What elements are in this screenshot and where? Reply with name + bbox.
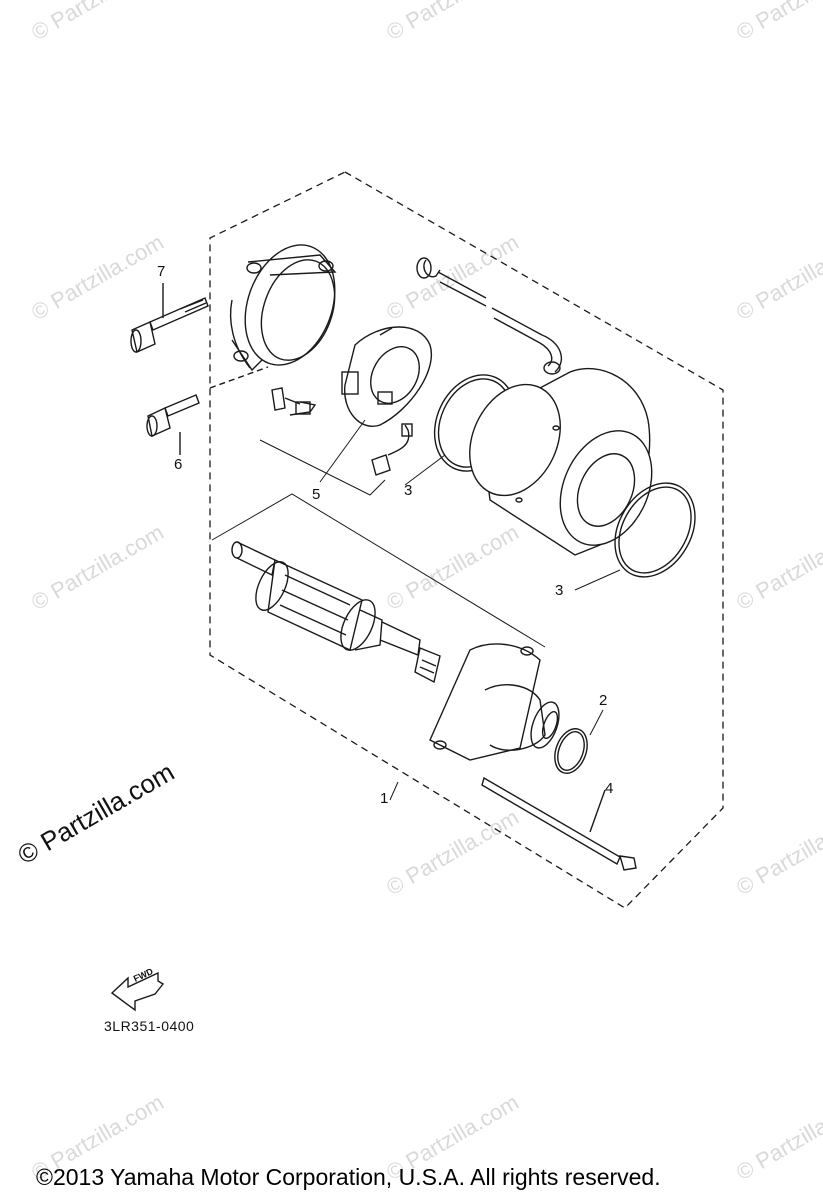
brush-lead-left	[271, 387, 317, 416]
callout-3b: 3	[555, 582, 564, 599]
callout-4: 4	[605, 780, 614, 797]
rear-bracket	[429, 643, 560, 761]
callout-7: 7	[157, 263, 166, 280]
front-cover	[229, 244, 337, 372]
assembly-boundary	[209, 171, 724, 909]
diagram-part-number: 3LR351-0400	[104, 1018, 195, 1034]
bolt-7	[130, 283, 209, 353]
fwd-arrow	[110, 971, 165, 1012]
callout-1: 1	[380, 790, 389, 807]
brush-lead-right	[371, 423, 413, 476]
callout-6: 6	[174, 456, 183, 473]
callout-2: 2	[599, 692, 608, 709]
lead-wire	[416, 257, 563, 375]
yoke-housing	[469, 367, 653, 556]
through-bolt	[481, 776, 637, 871]
brush-holder-plate	[341, 326, 433, 427]
armature	[231, 541, 441, 684]
o-ring-small	[554, 728, 588, 774]
bolt-6	[146, 394, 200, 455]
callout-5: 5	[312, 486, 321, 503]
copyright-notice: ©2013 Yamaha Motor Corporation, U.S.A. A…	[36, 1164, 661, 1190]
o-ring-lower	[614, 482, 696, 578]
callout-3a: 3	[404, 482, 413, 499]
